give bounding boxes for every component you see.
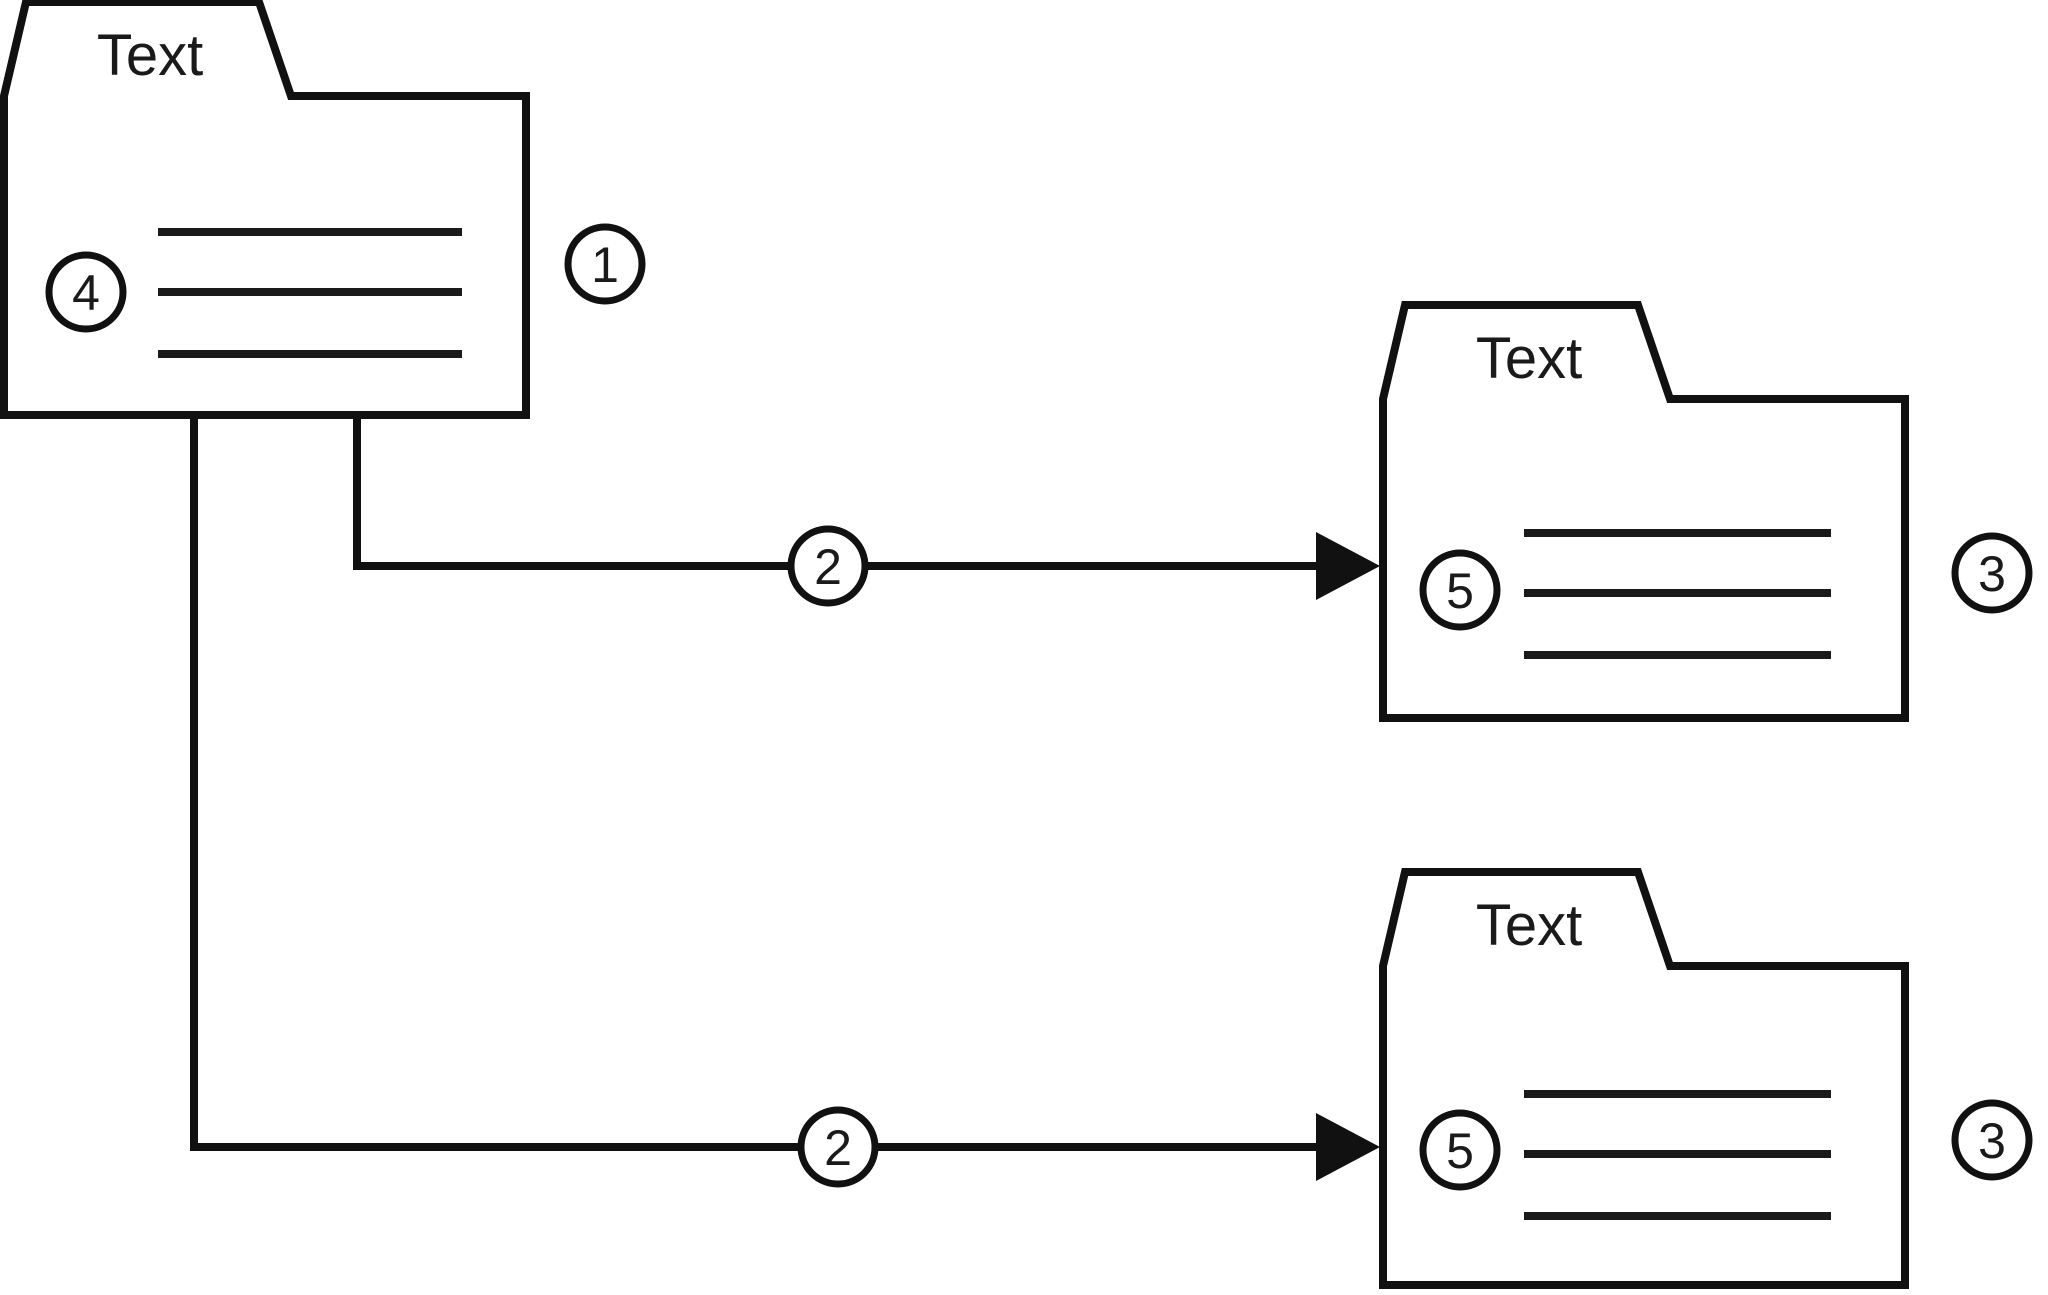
source-folder: Text 4: [0, 0, 530, 419]
badge-number: 3: [1978, 1113, 2006, 1169]
target-folder-bottom: Text 5: [1379, 868, 1909, 1289]
connector-badge-bottom: 2: [797, 1106, 879, 1188]
arrowhead-icon: [1316, 1113, 1380, 1181]
connector-to-top-target: [353, 413, 1380, 600]
badge-number: 2: [824, 1120, 852, 1176]
badge-circle: [787, 525, 869, 607]
badge-number: 3: [1978, 546, 2006, 602]
badge-number: 5: [1446, 1123, 1474, 1179]
folder-icon: [1379, 868, 1909, 1289]
target-folder-top: Text 5: [1379, 301, 1909, 722]
folder-title: Text: [97, 23, 203, 88]
badge-circle: [1419, 1109, 1501, 1191]
folder-title: Text: [1476, 326, 1582, 391]
arrowhead-icon: [1316, 532, 1380, 600]
badge-outside-target-top: 3: [1951, 532, 2033, 614]
folder-icon: [1379, 301, 1909, 722]
folder-title: Text: [1476, 893, 1582, 958]
badge-circle: [1951, 1099, 2033, 1181]
badge-circle: [1951, 532, 2033, 614]
badge-number: 1: [591, 237, 619, 293]
badge-number: 2: [814, 539, 842, 595]
badge-circle: [797, 1106, 879, 1188]
badge-inside-target-bottom: 5: [1419, 1109, 1501, 1191]
badge-outside-target-bottom: 3: [1951, 1099, 2033, 1181]
connector-badge-top: 2: [787, 525, 869, 607]
connector-elbow-line: [190, 413, 1316, 1151]
badge-number: 4: [72, 265, 100, 321]
folder-icon: [0, 0, 530, 419]
badge-inside-source: 4: [45, 251, 127, 333]
badge-number: 5: [1446, 563, 1474, 619]
badge-circle: [564, 223, 646, 305]
connector-to-bottom-target: [190, 413, 1380, 1181]
badge-outside-source: 1: [564, 223, 646, 305]
badge-circle: [1419, 549, 1501, 631]
badge-circle: [45, 251, 127, 333]
badge-inside-target-top: 5: [1419, 549, 1501, 631]
connector-elbow-line: [353, 413, 1316, 570]
